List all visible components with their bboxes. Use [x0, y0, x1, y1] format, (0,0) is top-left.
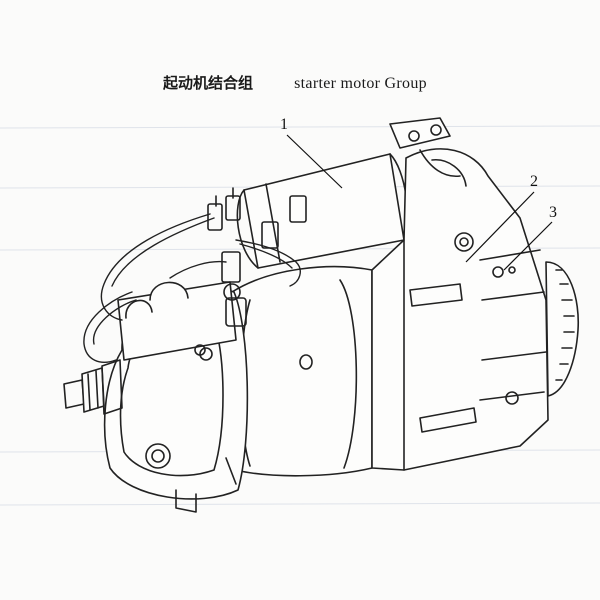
callout-3-leader [503, 221, 553, 271]
callout-2-label: 2 [530, 173, 538, 190]
title-english: starter motor Group [294, 75, 427, 92]
pinion-gear [545, 261, 580, 397]
callout-leaders [286, 134, 553, 271]
control-relay [117, 281, 247, 361]
terminal-stud [63, 359, 123, 415]
solenoid-terminals [207, 187, 307, 283]
callout-2-leader [465, 191, 535, 263]
diagram-title: 起动机结合组 starter motor Group [0, 72, 600, 93]
callout-1-label: 1 [280, 116, 288, 133]
motor-housing [231, 265, 373, 477]
callout-3-label: 3 [549, 204, 557, 221]
title-chinese: 起动机结合组 [163, 74, 254, 92]
wiring-harness [83, 213, 301, 363]
drive-end-housing [371, 117, 549, 471]
callout-1-leader [286, 134, 343, 189]
